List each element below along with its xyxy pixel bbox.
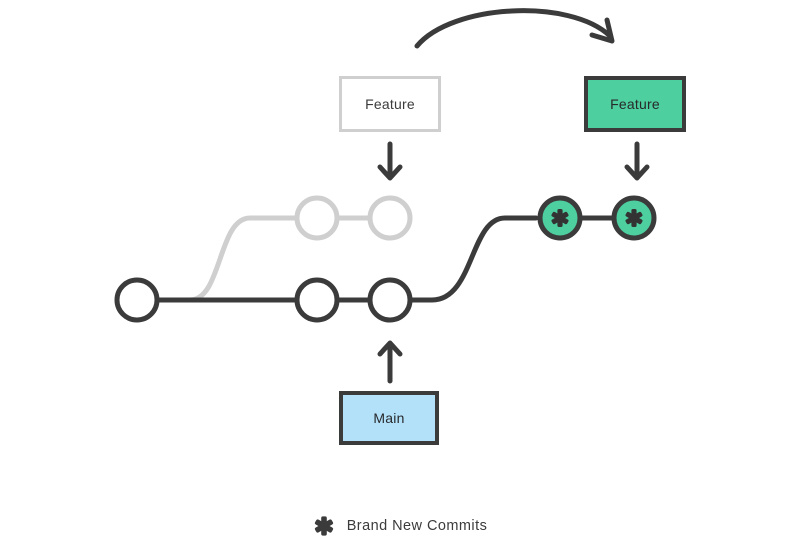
commit-node-feature-old-2[interactable] [367,195,413,241]
main-branch-graph [114,215,539,323]
feature-new-branch-graph [537,195,657,241]
arrow-up-icon-main [377,340,403,384]
legend-label: Brand New Commits [346,518,488,534]
main-label: Main [373,410,405,426]
arrow-down-icon-feature-old [377,141,403,181]
arrow-down-icon-feature-new [624,141,650,181]
feature-old-branch-curve [187,215,300,303]
rebase-connector-curve [405,215,539,303]
commit-node-main-3[interactable] [367,277,413,323]
asterisk-icon-new-commit-1 [551,209,569,227]
commit-node-main-2[interactable] [294,277,340,323]
asterisk-icon-new-commit-2 [625,209,643,227]
feature-new-label: Feature [610,96,660,112]
feature-old-label-box[interactable]: Feature [339,76,441,132]
feature-old-label: Feature [365,96,415,112]
feature-new-label-box[interactable]: Feature [584,76,686,132]
main-label-box[interactable]: Main [339,391,439,445]
legend: Brand New Commits [0,515,800,537]
commit-node-main-1[interactable] [114,277,160,323]
feature-old-branch-graph [187,195,413,303]
commit-node-feature-old-1[interactable] [294,195,340,241]
curved-arrow-icon [414,8,615,49]
asterisk-icon-legend [314,516,333,536]
